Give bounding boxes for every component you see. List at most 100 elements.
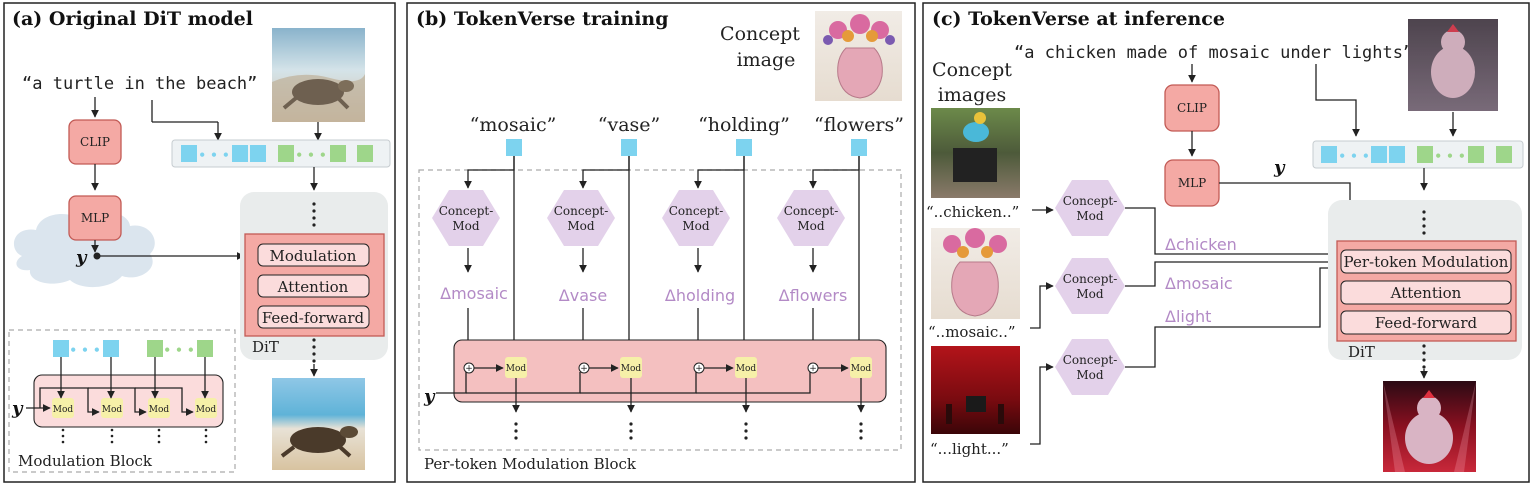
word-flowers: “flowers” [814, 114, 904, 136]
panel-b: (b) TokenVerse training Concept image “m… [406, 2, 916, 483]
concept-mod-c3 [1055, 339, 1125, 395]
concept-mod-hexes-b: Concept- Mod Concept- Mod Concept- Mod C… [432, 190, 845, 246]
cm-b1-l1: Concept- [439, 204, 494, 218]
token-strip-c: • • • • • • [1312, 140, 1524, 169]
cm-c1-l2: Mod [1076, 209, 1104, 223]
caption-chicken: “..chicken..” [926, 203, 1019, 221]
cm-c3-l1: Concept- [1063, 353, 1118, 367]
delta-chicken-c: Δchicken [1165, 235, 1237, 254]
attention-label-a: Attention [277, 278, 349, 296]
modulation-block-frame [8, 329, 236, 473]
mod-unit-a-1: Mod [53, 405, 74, 415]
token-dots-blue: • • • [198, 148, 229, 162]
panel-a-title: (a) Original DiT model [12, 8, 253, 30]
delta-flowers-b: Δflowers [779, 286, 848, 305]
light-concept-image [931, 346, 1020, 434]
mb-dots-blue: • • • [69, 343, 100, 357]
concept-mod-c2 [1055, 258, 1125, 314]
feed-forward-label-c: Feed-forward [1375, 314, 1478, 332]
token-holding [736, 139, 752, 156]
delta-mosaic-b: Δmosaic [440, 284, 508, 303]
mod-unit-a-3: Mod [149, 405, 170, 415]
chicken-prompt: “a chicken made of mosaic under lights” [1014, 43, 1413, 63]
y-label-a: y [75, 247, 88, 268]
modulation-block-label: Modulation Block [18, 452, 153, 470]
panel-c: (c) TokenVerse at inference “a chicken m… [922, 2, 1530, 483]
delta-light-c: Δlight [1165, 307, 1211, 326]
cm-b2-l1: Concept- [554, 204, 609, 218]
panel-a: (a) Original DiT model “a turtle in the … [3, 2, 396, 483]
per-token-block-label: Per-token Modulation Block [424, 455, 637, 473]
mod-units-b: Mod Mod Mod Mod [505, 357, 872, 378]
feed-forward-label-a: Feed-forward [262, 309, 365, 327]
cm-b3-l1: Concept- [669, 204, 724, 218]
vase-concept-image [815, 11, 902, 101]
cm-c2-l1: Concept- [1063, 272, 1118, 286]
chicken-concept-image [931, 108, 1020, 198]
clip-label-c: CLIP [1177, 101, 1207, 115]
panel-a-frame [3, 2, 396, 483]
output-turtle-image [272, 378, 365, 470]
mb-dots-green: • • • [163, 343, 194, 357]
word-mosaic: “mosaic” [470, 114, 557, 136]
mosaic-concept-image [931, 228, 1020, 319]
plus-4: + [809, 364, 817, 374]
cm-c1-l1: Concept- [1063, 194, 1118, 208]
cm-b4-l2: Mod [797, 219, 825, 233]
concept-images-label-1: Concept [932, 59, 1012, 81]
mod-b4: Mod [851, 364, 872, 374]
concept-image-label-1: Concept [720, 23, 800, 45]
caption-light: “...light...” [930, 440, 1009, 458]
y-label-b: y [423, 386, 436, 407]
mlp-label-c: MLP [1178, 176, 1206, 190]
mod-b1: Mod [506, 364, 527, 374]
y-label-c: y [1273, 157, 1286, 178]
word-vase: “vase” [598, 114, 660, 136]
token-mosaic [506, 139, 522, 156]
panel-c-title: (c) TokenVerse at inference [932, 8, 1225, 30]
delta-mosaic-c: Δmosaic [1165, 274, 1233, 293]
delta-vase-b: Δvase [559, 286, 607, 305]
panel-b-title: (b) TokenVerse training [416, 8, 669, 30]
c-dots-blue: • • • [1338, 149, 1369, 163]
clip-label: CLIP [80, 135, 110, 149]
concept-images-label-2: images [938, 84, 1007, 106]
per-token-modulation-label: Per-token Modulation [1344, 253, 1509, 271]
mod-units-a: Mod Mod Mod Mod [52, 398, 217, 418]
noisy-turtle-image [272, 28, 365, 122]
cm-b4-l1: Concept- [784, 204, 839, 218]
cm-b3-l2: Mod [682, 219, 710, 233]
mod-b3: Mod [736, 364, 757, 374]
modulation-label: Modulation [270, 247, 357, 265]
dit-label-c: DiT [1348, 343, 1375, 361]
mod-unit-a-2: Mod [102, 405, 123, 415]
token-vase [621, 139, 637, 156]
cm-b2-l2: Mod [567, 219, 595, 233]
token-dots-green: • • • [295, 148, 326, 162]
per-token-block-frame [418, 169, 902, 451]
plus-nodes-b: + + + + [463, 362, 819, 374]
output-chicken-image [1383, 381, 1476, 472]
cm-b1-l2: Mod [452, 219, 480, 233]
noisy-chicken-image [1408, 19, 1498, 111]
word-holding: “holding” [698, 114, 790, 136]
delta-holding-b: Δholding [665, 286, 735, 305]
per-token-mod-body [453, 339, 887, 403]
panel-b-frame [406, 2, 916, 483]
plus-1: + [465, 364, 473, 374]
cm-c3-l2: Mod [1076, 368, 1104, 382]
token-strip-a: • • • • • • [171, 139, 391, 168]
plus-3: + [695, 364, 703, 374]
caption-mosaic: “..mosaic..” [928, 323, 1016, 341]
attention-label-c: Attention [1390, 284, 1462, 302]
mlp-label: MLP [81, 211, 109, 225]
c-dots-green: • • • [1434, 149, 1465, 163]
token-flowers [851, 139, 867, 156]
concept-image-label-2: image [737, 49, 796, 71]
dit-label-a: DiT [252, 338, 279, 356]
mod-unit-a-4: Mod [196, 405, 217, 415]
cm-c2-l2: Mod [1076, 287, 1104, 301]
plus-2: + [580, 364, 588, 374]
concept-mod-c1 [1055, 180, 1125, 236]
